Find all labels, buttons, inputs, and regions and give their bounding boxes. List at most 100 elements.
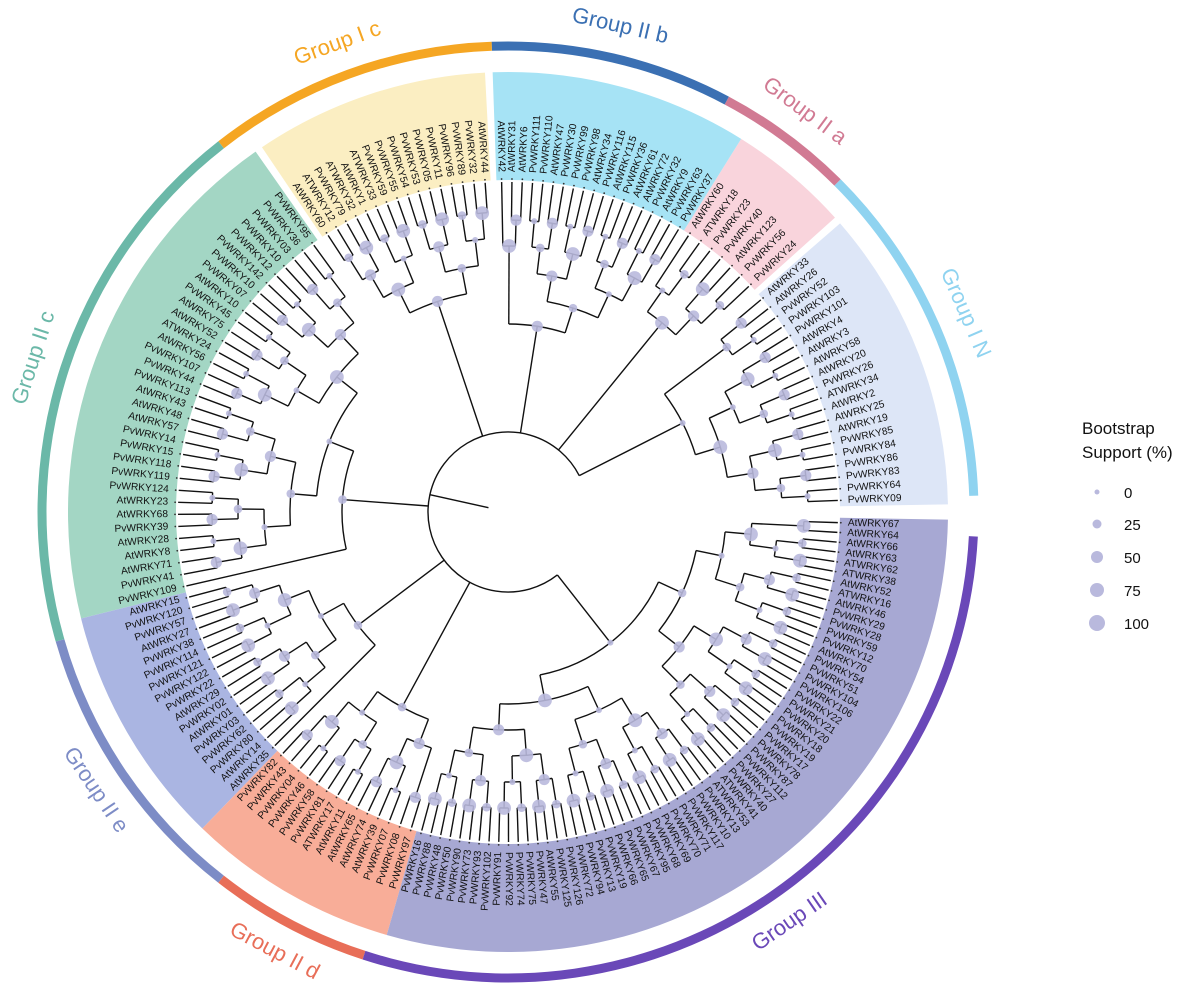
branch-radial <box>180 545 215 552</box>
bootstrap-node <box>756 607 763 614</box>
branch-radial <box>284 360 307 376</box>
branch-radial <box>519 182 523 221</box>
bootstrap-node <box>582 225 594 237</box>
tip-dot <box>830 589 833 592</box>
branch-radial <box>646 290 663 313</box>
tip-dot <box>177 561 180 564</box>
tip-dot <box>721 256 723 258</box>
branch-radial <box>259 704 290 731</box>
bootstrap-node <box>600 784 615 798</box>
tip-dot <box>830 430 833 433</box>
branch-radial <box>533 806 539 841</box>
tip-dot <box>731 756 734 759</box>
branch-radial <box>766 413 792 424</box>
bootstrap-node <box>532 799 546 814</box>
group-shade-IIa <box>683 138 835 290</box>
bootstrap-node <box>659 287 666 294</box>
legend-label-50: 50 <box>1124 550 1141 567</box>
branch-radial <box>239 617 265 629</box>
tip-dot <box>301 249 304 251</box>
tip-label: PvWRKY39 <box>114 522 169 535</box>
branch-radial <box>268 284 294 309</box>
bootstrap-node <box>531 218 538 225</box>
branch-radial <box>461 215 467 242</box>
tip-dot <box>771 713 774 716</box>
tip-dot <box>387 821 390 824</box>
branch-radial <box>655 235 690 287</box>
branch-radial <box>668 273 685 296</box>
branch-radial <box>531 221 535 248</box>
bootstrap-node <box>497 801 511 815</box>
tip-dot <box>811 645 814 648</box>
group-shade-IN <box>758 223 948 507</box>
root-branch <box>429 494 489 509</box>
branch-radial <box>304 666 326 685</box>
branch-radial <box>700 735 724 763</box>
bootstrap-node <box>427 791 442 806</box>
tip-dot <box>684 792 687 795</box>
group-shade-III <box>386 517 948 952</box>
tip-dot <box>420 832 422 835</box>
bootstrap-node <box>565 247 580 261</box>
branch-radial <box>429 191 438 221</box>
backbone-branch <box>578 422 683 477</box>
branch-radial <box>692 708 712 728</box>
branch-radial <box>582 771 592 797</box>
tip-dot <box>595 832 597 835</box>
tip-dot <box>670 220 672 223</box>
bootstrap-node <box>772 545 779 552</box>
tip-dot <box>203 648 206 651</box>
branch-radial <box>462 184 468 215</box>
branch-radial <box>213 362 245 380</box>
legend-label-75: 75 <box>1124 583 1141 600</box>
branch-radial <box>418 193 429 224</box>
branch-radial <box>328 275 346 298</box>
bootstrap-node <box>546 217 558 229</box>
bootstrap-node <box>253 657 262 667</box>
branch-radial <box>498 807 501 842</box>
bootstrap-node <box>251 349 263 361</box>
tip-dot <box>181 441 184 443</box>
tip-dot <box>835 453 837 456</box>
legend-label-100: 100 <box>1124 616 1149 633</box>
group-shade-IIc <box>68 151 318 619</box>
legend-label-0: 0 <box>1124 485 1132 502</box>
tip-label: AtWRKY67 <box>848 518 900 531</box>
tip-label: PvWRKY92 <box>503 852 514 906</box>
branch-radial <box>582 193 595 231</box>
branch-radial <box>212 497 239 500</box>
tip-dot <box>769 306 772 308</box>
branch-radial <box>538 183 544 222</box>
tip-dot <box>604 829 607 832</box>
branch-radial <box>320 602 345 617</box>
bootstrap-node <box>788 411 795 418</box>
branch-radial <box>336 229 354 256</box>
bootstrap-node <box>552 799 561 809</box>
tip-dot <box>195 394 197 397</box>
branch-radial <box>357 748 372 773</box>
branch-radial <box>318 757 337 783</box>
bootstrap-node <box>396 223 411 238</box>
tip-dot <box>472 179 475 182</box>
branch-radial <box>658 581 683 594</box>
bootstrap-node <box>317 612 324 619</box>
branch-radial <box>757 669 788 690</box>
bootstrap-node <box>679 420 686 427</box>
branch-radial <box>179 534 214 540</box>
branch-radial <box>732 339 755 356</box>
bootstrap-node <box>310 650 320 660</box>
branch-radial <box>602 792 615 825</box>
tip-dot <box>355 807 358 810</box>
branch-radial <box>474 239 480 266</box>
tip-dot <box>439 837 441 839</box>
tip-dot <box>701 781 703 784</box>
bootstrap-node <box>600 758 612 770</box>
branch-radial <box>542 805 549 840</box>
backbone-branch <box>401 581 471 708</box>
branch-radial <box>347 774 364 801</box>
branch-radial <box>525 807 529 842</box>
bootstrap-node <box>632 770 647 785</box>
branch-radial <box>803 520 838 524</box>
bootstrap-node <box>782 607 792 616</box>
legend-circle-25 <box>1092 519 1102 529</box>
